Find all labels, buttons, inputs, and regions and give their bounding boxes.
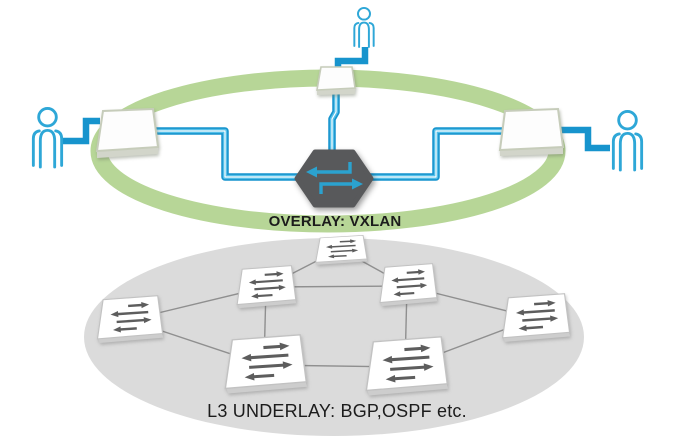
overlay-tunnels — [152, 86, 508, 183]
access-terminal-top — [316, 66, 356, 95]
user-link-left — [62, 117, 100, 145]
overlay-label: OVERLAY: VXLAN — [268, 213, 402, 230]
underlay-ellipse — [84, 238, 584, 436]
access-terminal-right — [498, 107, 565, 156]
overlay-tunnel-right — [364, 125, 508, 183]
underlay-switch-bottom-left — [223, 334, 308, 396]
underlay-switch-upper-left — [236, 265, 297, 310]
user-icon-right — [611, 110, 644, 172]
user-icon-left — [31, 107, 64, 169]
overlay-tunnel-left — [152, 125, 300, 183]
access-terminal-left — [95, 107, 160, 158]
vxlan-core-node — [294, 149, 374, 208]
underlay-switch-far-right — [501, 293, 571, 344]
user-link-top — [334, 46, 369, 70]
underlay-switch-bottom-right — [364, 336, 449, 398]
overlay-tunnel-top — [326, 86, 342, 158]
hexagon-icon — [294, 149, 374, 208]
underlay-label: L3 UNDERLAY: BGP,OSPF etc. — [207, 401, 467, 421]
underlay-switch-upper-right — [378, 263, 438, 308]
user-icon-top — [353, 7, 375, 48]
underlay-switch-top — [314, 235, 368, 266]
underlay-switch-far-left — [96, 295, 164, 345]
user-links — [62, 46, 610, 152]
swap-arrows-icon — [306, 162, 363, 194]
user-link-right — [560, 126, 610, 152]
